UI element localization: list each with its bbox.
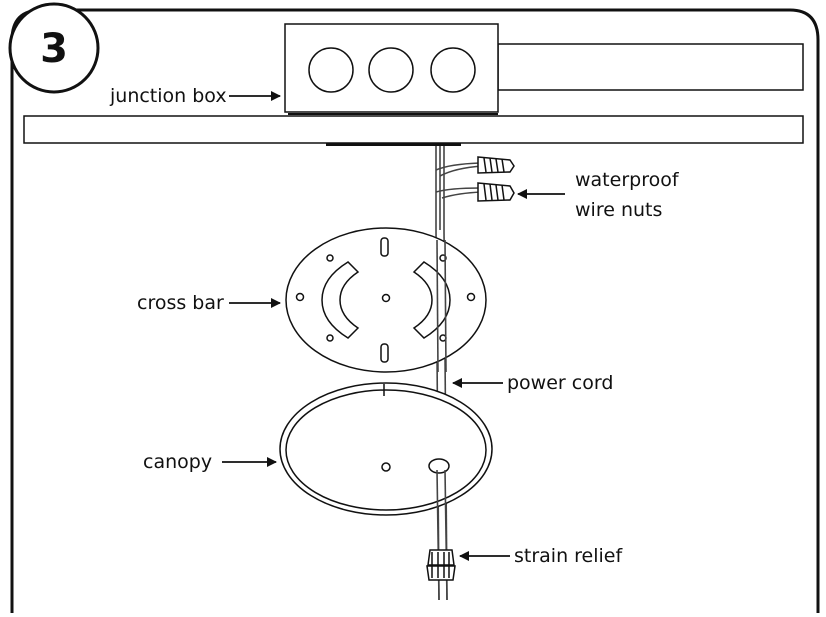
label-canopy: canopy: [143, 451, 212, 473]
label-waterproof: waterproof: [575, 169, 680, 191]
ceiling-panel: [23, 115, 804, 144]
wire-nut: [477, 182, 515, 202]
cross-bar: [285, 227, 487, 373]
label-wire-nuts: wire nuts: [575, 199, 662, 221]
step-number: 3: [40, 26, 68, 72]
knockout-icon: [308, 47, 354, 93]
step-badge: 3: [8, 2, 100, 94]
canopy: [279, 382, 493, 516]
wire-nut: [477, 156, 515, 174]
knockout-icon: [368, 47, 414, 93]
junction-box: [284, 23, 499, 115]
label-power-cord: power cord: [507, 372, 613, 394]
label-strain-relief: strain relief: [514, 545, 623, 567]
label-cross-bar: cross bar: [137, 292, 224, 314]
knockout-icon: [430, 47, 476, 93]
house-wires: [435, 146, 483, 230]
strain-relief: [426, 549, 456, 581]
ceiling-joist: [497, 43, 804, 91]
label-junction-box: junction box: [109, 85, 227, 107]
